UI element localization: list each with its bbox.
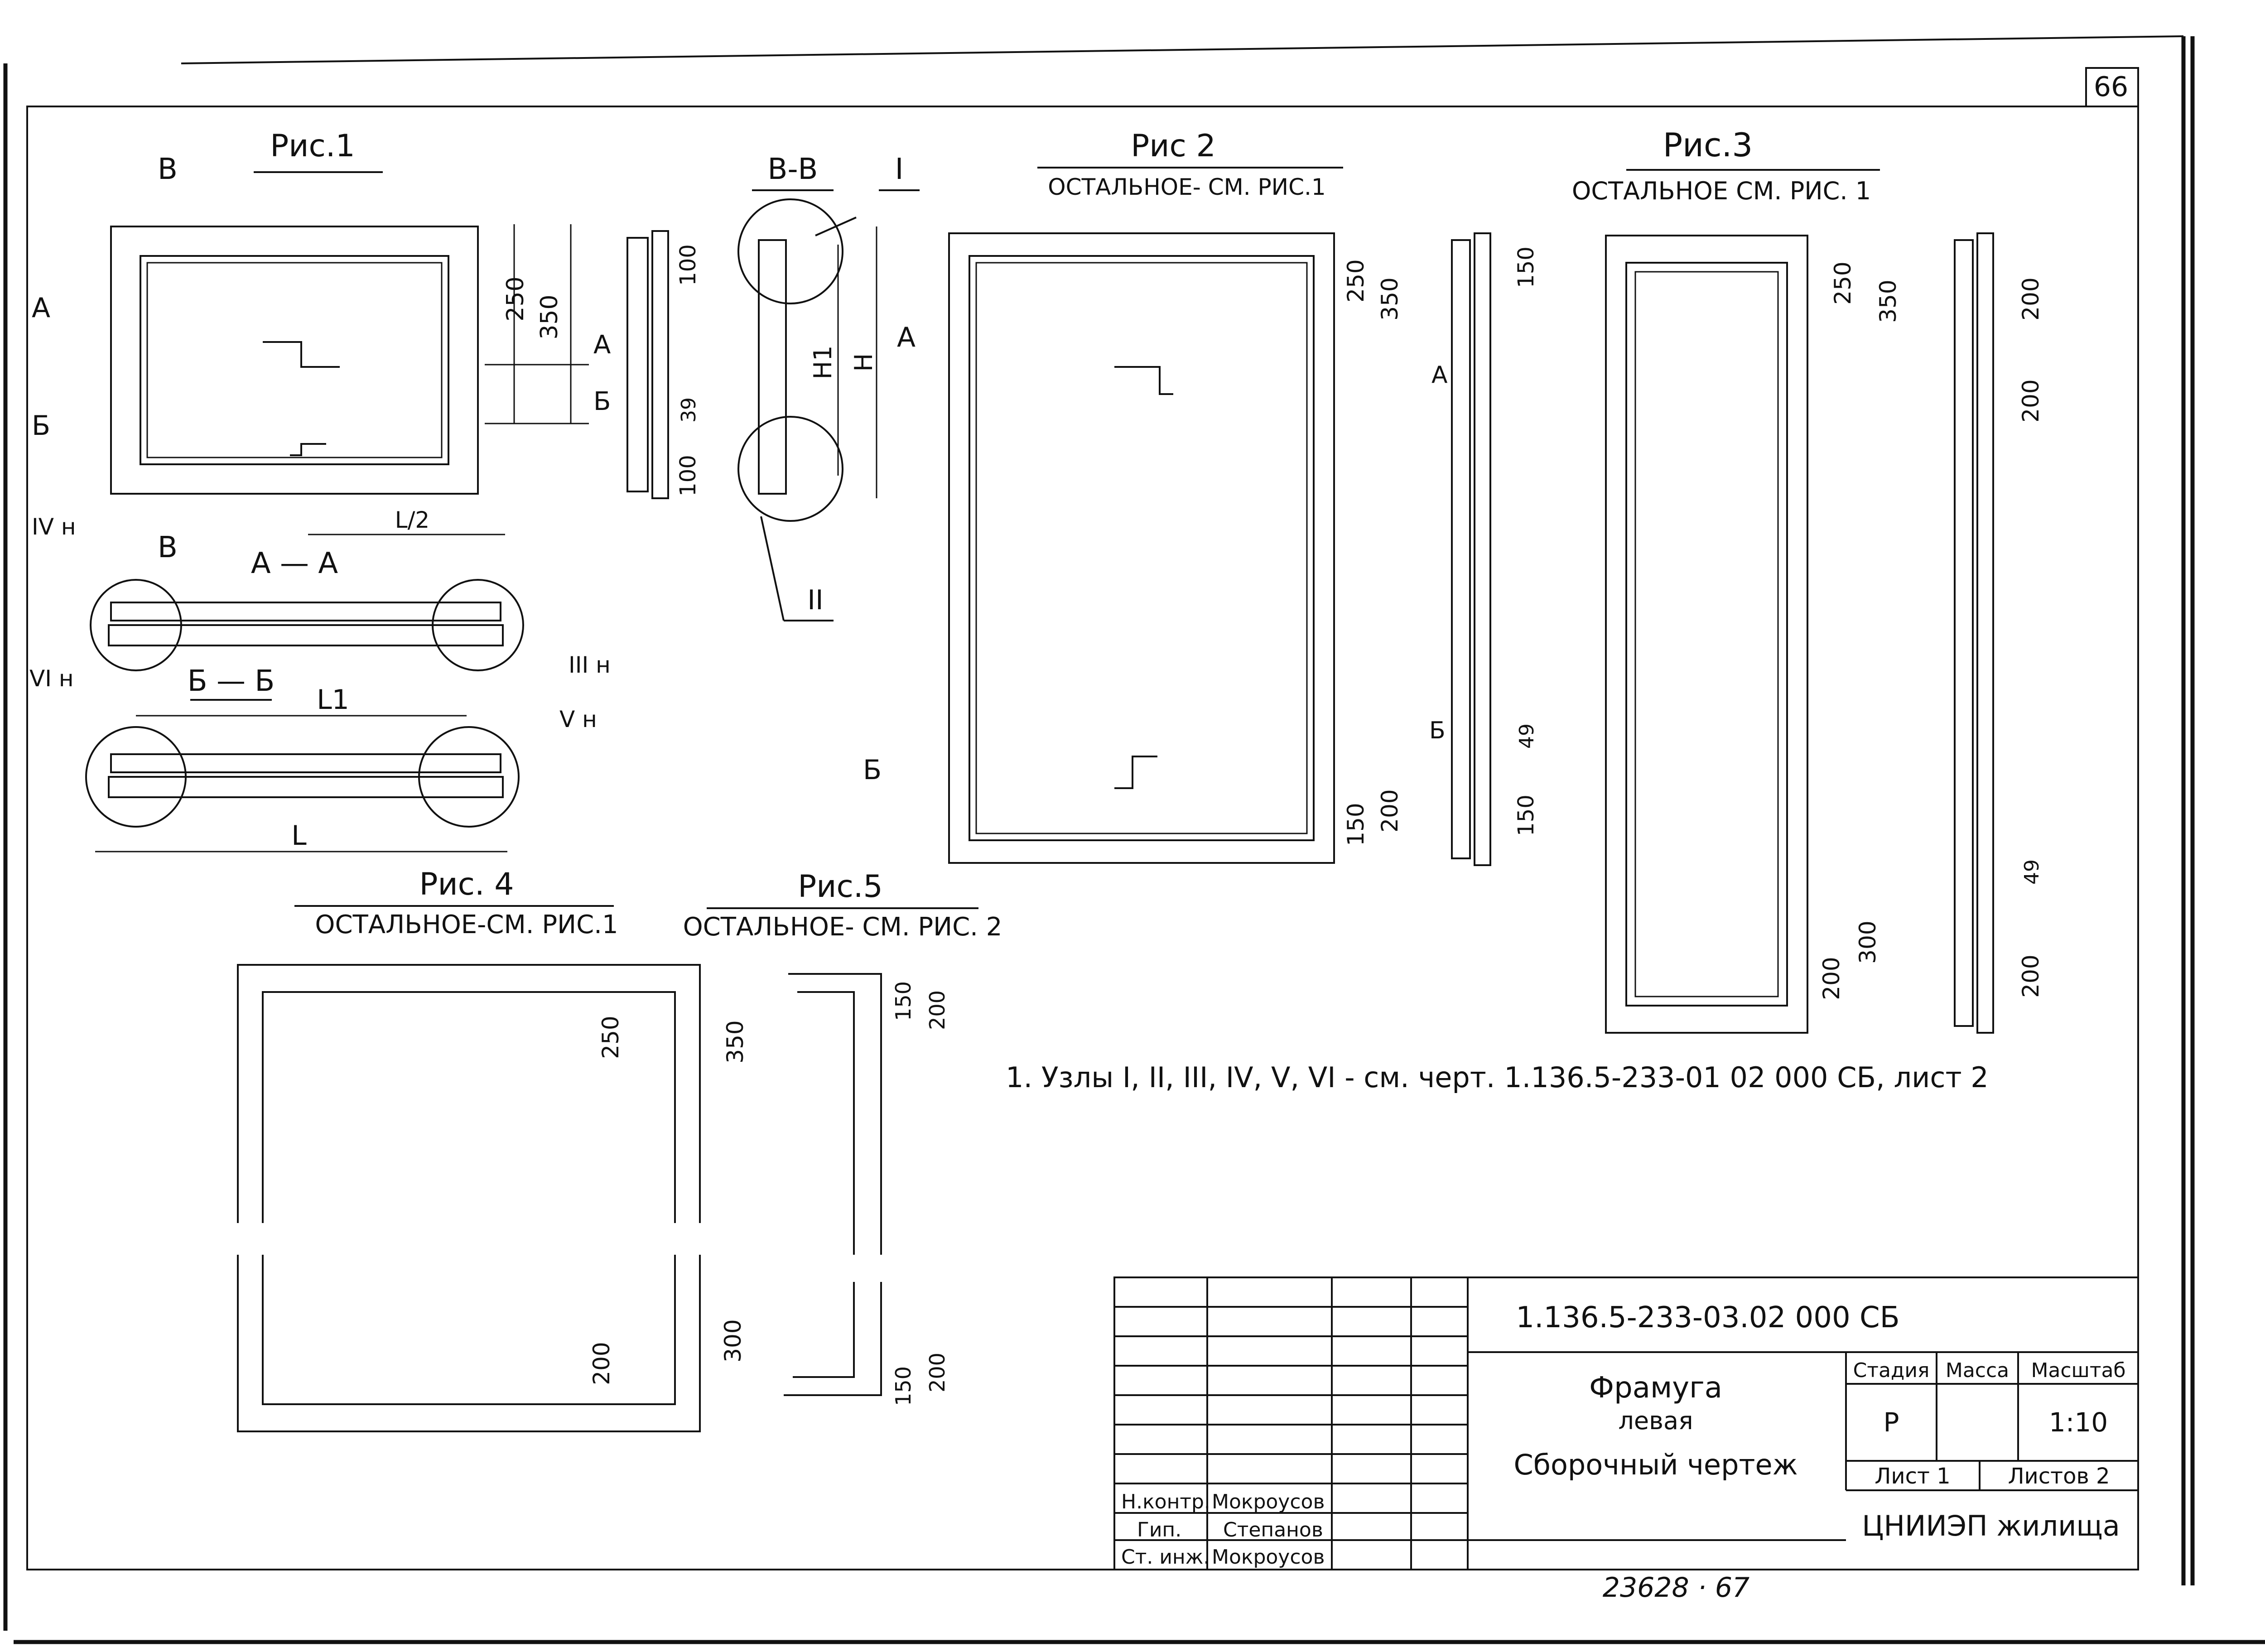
inventory-number: 23628 · 67 — [1603, 1572, 1749, 1604]
fig3-dim-350: 350 — [1875, 279, 1901, 323]
role-1: Н.контр. — [1121, 1490, 1210, 1513]
sheet-frame — [3, 35, 2265, 1644]
figure-1: Рис.1 В 250 350 А Б А Б L/2 В — [32, 128, 611, 564]
fig5-dim-200a: 200 — [925, 990, 949, 1030]
vv-title: В-В — [768, 153, 818, 186]
fig1-dim-half: L/2 — [395, 507, 430, 533]
fig4-dim-350: 350 — [722, 1020, 748, 1063]
fig4-title: Рис. 4 — [419, 867, 514, 902]
node-vi: VI н — [29, 665, 74, 692]
fig5-title: Рис.5 — [798, 869, 882, 905]
organization: ЦНИИЭП жилища — [1862, 1509, 2120, 1542]
drawing-name-1: Фрамуга — [1589, 1371, 1722, 1405]
vv-node-ii: II — [807, 584, 823, 616]
fig1-section-mark: В — [158, 153, 178, 186]
fig2-mark-a-right: А — [1431, 361, 1448, 389]
fig4-dim-250: 250 — [598, 1016, 624, 1059]
fig4-dim-200: 200 — [588, 1342, 615, 1385]
figure-4: Рис. 4 ОСТАЛЬНОЕ-СМ. РИС.1 250 350 200 3… — [237, 867, 748, 1432]
fig1-mark-a-right: А — [593, 330, 611, 360]
vv-dim-39: 39 — [677, 397, 700, 423]
fig3-dim-250: 250 — [1830, 261, 1856, 304]
role-2: Гип. — [1137, 1518, 1181, 1541]
fig3-dim-200b: 200 — [2018, 379, 2044, 422]
figure-2: Рис 2 ОСТАЛЬНОЕ- СМ. РИС.1 250 350 А А Б… — [863, 128, 1539, 866]
fig1-mark-b-right: Б — [593, 387, 611, 416]
fig2-dim-200: 200 — [1377, 789, 1403, 832]
fig2-dim-350: 350 — [1377, 277, 1403, 320]
vv-dim-100a: 100 — [675, 244, 701, 286]
name-2: Степанов — [1223, 1518, 1323, 1541]
mass-header: Масса — [1946, 1359, 2009, 1382]
fig2-dim-49: 49 — [1515, 723, 1538, 749]
figure-5: Рис.5 ОСТАЛЬНОЕ- СМ. РИС. 2 150 200 150 … — [683, 869, 1002, 1406]
stage-value: Р — [1884, 1407, 1899, 1438]
fig1-dim-350: 350 — [536, 294, 563, 339]
fig1-mark-a-left: А — [32, 292, 50, 324]
sheet-label: Лист 1 — [1875, 1464, 1950, 1489]
fig3-dim-200a: 200 — [2018, 277, 2044, 320]
fig1-section-mark-bottom: В — [158, 531, 178, 564]
fig2-title: Рис 2 — [1131, 128, 1215, 164]
fig1-title: Рис.1 — [270, 128, 355, 164]
sheet-number: 66 — [2094, 71, 2128, 103]
fig5-dim-150b: 150 — [891, 1366, 916, 1406]
fig5-subtitle: ОСТАЛЬНОЕ- СМ. РИС. 2 — [683, 912, 1002, 942]
scale-header: Масштаб — [2031, 1359, 2125, 1382]
figure-3: Рис.3 ОСТАЛЬНОЕ СМ. РИС. 1 250 350 300 2… — [1572, 126, 2044, 1034]
fig3-dim-49: 49 — [2020, 859, 2043, 885]
node-iv: IV н — [32, 514, 76, 540]
fig4-subtitle: ОСТАЛЬНОЕ-СМ. РИС.1 — [315, 910, 618, 939]
fig2-mark-b-left: Б — [863, 754, 882, 786]
name-3: Мокроусов — [1212, 1546, 1325, 1569]
fig2-dim-150c: 150 — [1343, 803, 1369, 846]
fig2-dim-150b: 150 — [1513, 795, 1539, 836]
node-v: V н — [559, 706, 597, 732]
drawing-name-2: левая — [1618, 1406, 1693, 1435]
section-aa-title: А — А — [251, 547, 338, 580]
fig2-mark-a-left: А — [897, 322, 916, 353]
vv-node-i: I — [895, 153, 904, 186]
fig5-dim-150a: 150 — [891, 981, 916, 1021]
dim-l1: L1 — [317, 684, 349, 716]
drawing-name-3: Сборочный чертеж — [1513, 1448, 1798, 1481]
sections-aa-bb: А — А IV н III н Б — Б L1 VI н V н L — [29, 514, 611, 852]
fig2-mark-b-right: Б — [1429, 717, 1446, 744]
general-note: 1. Узлы I, II, III, IV, V, VI - см. черт… — [1006, 1061, 1989, 1094]
scale-value: 1:10 — [2049, 1407, 2108, 1438]
fig4-dim-300: 300 — [720, 1319, 746, 1362]
name-1: Мокроусов — [1212, 1490, 1325, 1513]
fig1-mark-b-left: Б — [32, 410, 50, 442]
fig2-dim-250: 250 — [1343, 259, 1369, 302]
node-iii: III н — [569, 652, 611, 678]
fig3-subtitle: ОСТАЛЬНОЕ СМ. РИС. 1 — [1572, 177, 1871, 205]
sheets-label: Листов 2 — [2008, 1464, 2110, 1489]
fig2-subtitle: ОСТАЛЬНОЕ- СМ. РИС.1 — [1048, 174, 1325, 200]
role-3: Ст. инж. — [1121, 1546, 1210, 1569]
vv-dim-h: H — [849, 353, 878, 372]
document-code: 1.136.5-233-03.02 000 СБ — [1516, 1301, 1899, 1334]
vv-dim-100b: 100 — [675, 455, 701, 496]
fig3-title: Рис.3 — [1663, 126, 1753, 164]
vv-dim-h1: H1 — [809, 346, 837, 380]
title-block: 1.136.5-233-03.02 000 СБ Фрамуга левая С… — [1113, 1276, 2139, 1570]
fig3-dim-200d: 200 — [2018, 954, 2044, 997]
fig3-dim-200c: 200 — [1818, 957, 1845, 1000]
fig5-dim-200b: 200 — [925, 1353, 949, 1392]
fig3-dim-300: 300 — [1855, 920, 1881, 963]
fig2-dim-150a: 150 — [1513, 246, 1539, 288]
dim-l: L — [291, 820, 307, 852]
fig1-dim-250: 250 — [502, 276, 529, 321]
section-vv: В-В I 100 39 100 H1 H II — [626, 153, 920, 621]
section-bb-title: Б — Б — [188, 665, 275, 698]
stage-header: Стадия — [1853, 1359, 1930, 1382]
